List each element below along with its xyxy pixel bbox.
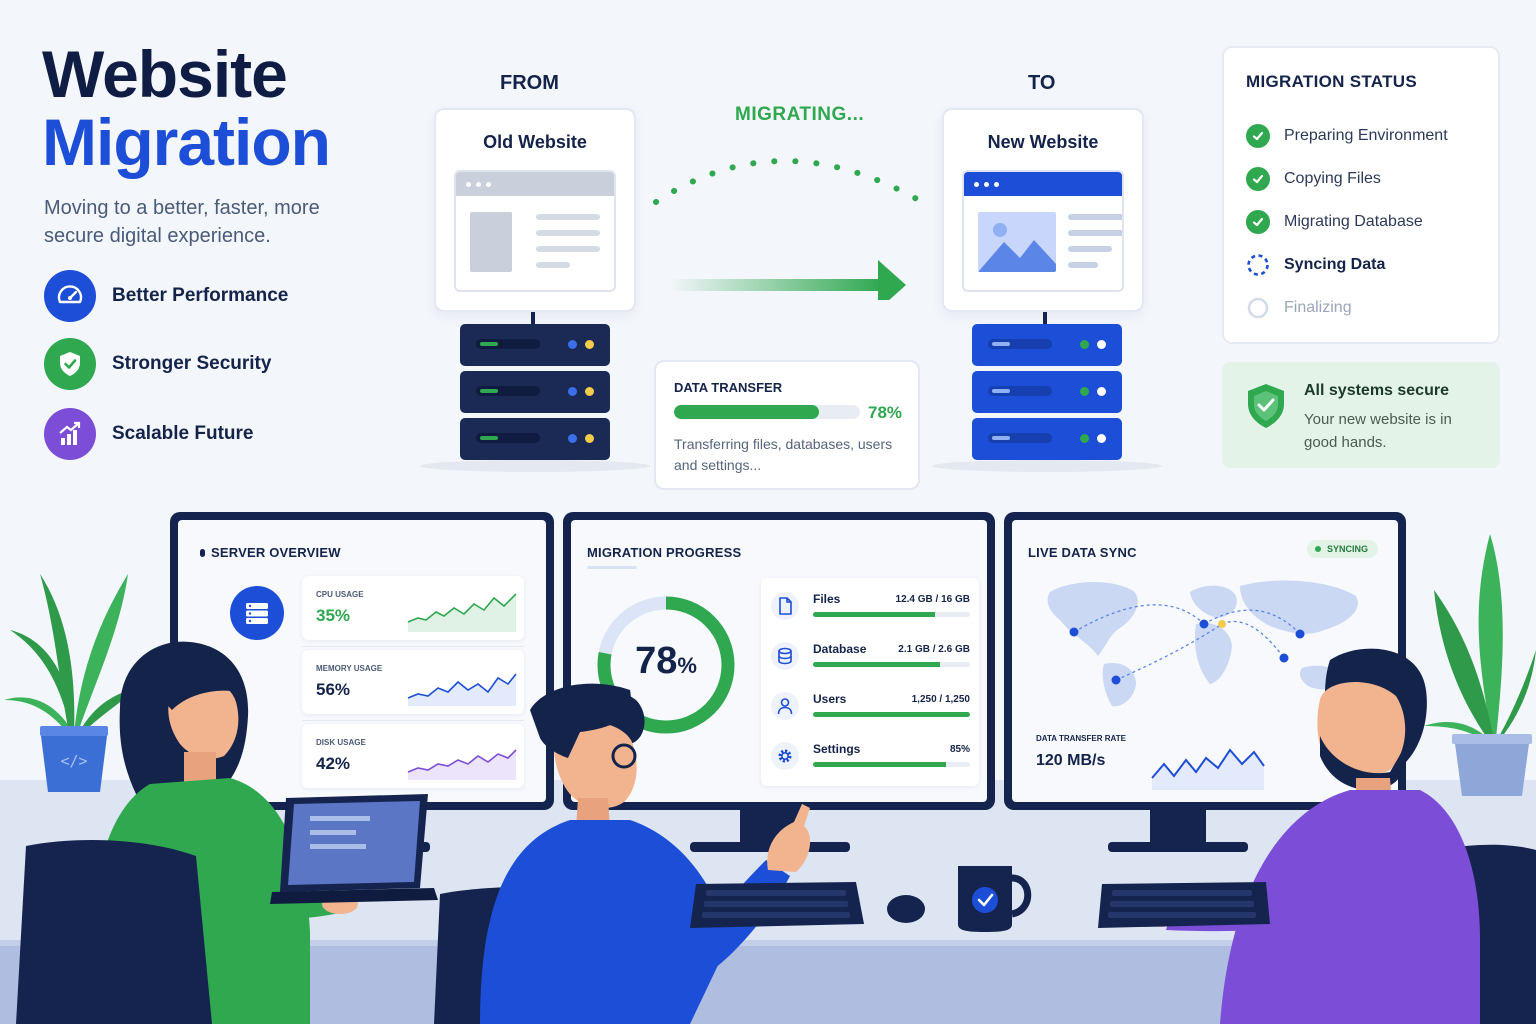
pending-circle-icon (1246, 296, 1270, 320)
transfer-rate-value: 120 MB/s (1036, 752, 1106, 769)
to-label: TO (1028, 72, 1056, 94)
feature-scalable: Scalable Future (44, 408, 254, 460)
disk-usage-card: DISK USAGE 42% (302, 724, 524, 788)
hero-subtitle: Moving to a better, faster, more secure … (44, 197, 320, 247)
progress-row-database: Database 2.1 GB / 2.6 GB (771, 640, 976, 686)
svg-text:</>: </> (60, 752, 87, 770)
image-placeholder-icon (978, 212, 1056, 272)
security-title: All systems secure (1304, 382, 1449, 399)
migration-progress-title: MIGRATION PROGRESS (587, 545, 742, 560)
old-website-title: Old Website (483, 132, 587, 152)
security-text: Your new website is in good hands. (1304, 411, 1452, 451)
progress-row-settings: Settings 85% (771, 740, 976, 786)
plant-left-icon: </> (4, 574, 138, 792)
server-overview-title: SERVER OVERVIEW (200, 545, 341, 560)
hero-title-line1: Website (42, 37, 288, 111)
status-step-pending: Finalizing (1246, 296, 1352, 320)
database-icon (771, 642, 799, 670)
keyboard-icon (690, 882, 864, 928)
gear-icon (771, 742, 799, 770)
feature-performance: Better Performance (44, 270, 288, 322)
status-step-label: Preparing Environment (1284, 127, 1448, 144)
laptop-icon (270, 794, 438, 904)
hero-title-line2: Migration (42, 105, 331, 179)
shield-check-icon (1244, 382, 1288, 435)
speedometer-icon (44, 270, 96, 322)
transfer-rate-label: DATA TRANSFER RATE (1036, 734, 1126, 743)
feature-security: Stronger Security (44, 338, 271, 390)
status-step-label: Copying Files (1284, 170, 1381, 187)
old-browser-mockup (454, 170, 616, 292)
live-data-sync-monitor: LIVE DATA SYNC SYNCING DATA TRANSFER RAT… (1004, 512, 1406, 810)
file-icon (771, 592, 799, 620)
spinner-icon (1246, 253, 1270, 277)
security-notice: All systems secure Your new website is i… (1222, 362, 1500, 468)
hero-title: Website Migration (42, 37, 331, 179)
server-icon (230, 586, 284, 640)
status-step-label: Migrating Database (1284, 213, 1423, 230)
progress-row-files: Files 12.4 GB / 16 GB (771, 590, 976, 636)
status-step: Migrating Database (1246, 210, 1423, 234)
new-website-title: New Website (987, 132, 1099, 152)
old-server-rack-icon (460, 324, 610, 465)
migration-progress-monitor: MIGRATION PROGRESS 78% Files 12.4 GB / 1… (563, 512, 995, 810)
new-server-rack-icon (972, 324, 1122, 465)
migration-percent: 78% (635, 640, 697, 682)
mouse-icon (887, 895, 925, 923)
from-label: FROM (500, 72, 559, 94)
status-step: Preparing Environment (1246, 124, 1448, 148)
status-step-active: Syncing Data (1246, 253, 1385, 277)
person-center-illustration (480, 683, 811, 1024)
migration-status-panel: MIGRATION STATUS Preparing Environment C… (1222, 46, 1500, 344)
data-transfer-title: DATA TRANSFER (674, 380, 783, 395)
data-transfer-card: DATA TRANSFER 78% Transferring files, da… (654, 360, 920, 490)
memory-usage-card: MEMORY USAGE 56% (302, 650, 524, 714)
feature-label: Stronger Security (112, 353, 272, 374)
migration-donut-chart (597, 596, 735, 734)
live-data-sync-title: LIVE DATA SYNC (1028, 545, 1137, 560)
new-website-card: New Website (942, 108, 1144, 312)
data-transfer-description: Transferring files, databases, users and… (674, 436, 893, 473)
user-icon (771, 692, 799, 720)
migration-arrow-icon (653, 158, 925, 300)
migrating-label: MIGRATING... (735, 104, 865, 125)
check-icon (1246, 167, 1270, 191)
plant-right-icon (1424, 534, 1536, 796)
check-icon (1246, 124, 1270, 148)
data-transfer-progress-bar (674, 405, 860, 419)
keyboard-right-icon (1098, 882, 1270, 928)
growth-chart-icon (44, 408, 96, 460)
cpu-usage-card: CPU USAGE 35% (302, 576, 524, 640)
syncing-badge: SYNCING (1306, 540, 1378, 558)
transfer-rate-sparkline (1151, 748, 1265, 790)
shield-check-icon (44, 338, 96, 390)
person-right-illustration (1140, 648, 1480, 1024)
status-step-label: Finalizing (1284, 299, 1352, 316)
migration-status-title: MIGRATION STATUS (1246, 72, 1418, 91)
progress-row-users: Users 1,250 / 1,250 (771, 690, 976, 736)
coffee-mug-icon (958, 866, 1032, 932)
feature-label: Better Performance (112, 285, 289, 306)
old-website-card: Old Website (434, 108, 636, 312)
feature-label: Scalable Future (112, 423, 254, 444)
data-transfer-percent: 78% (868, 403, 903, 422)
new-browser-mockup (962, 170, 1124, 292)
chair-left-icon (16, 840, 212, 1024)
check-icon (1246, 210, 1270, 234)
status-step-label: Syncing Data (1284, 256, 1386, 273)
status-step: Copying Files (1246, 167, 1381, 191)
